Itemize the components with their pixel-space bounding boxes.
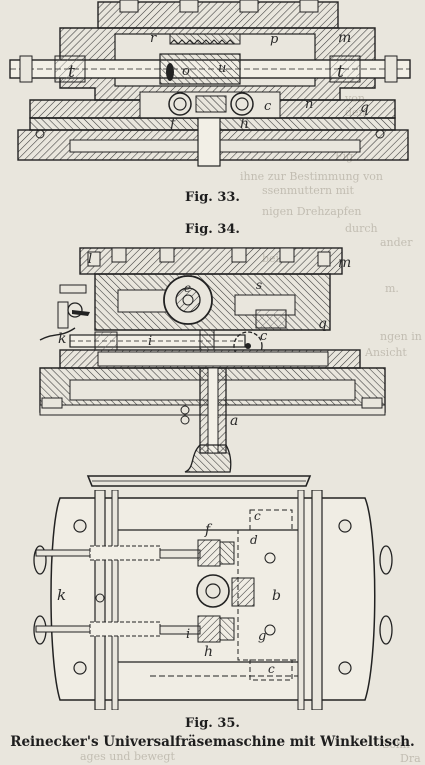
- fig35-label-c2: c: [268, 662, 275, 676]
- fig33-label-t: t: [68, 62, 75, 82]
- fig35-label-d: d: [250, 533, 258, 547]
- fig35-label-i: i: [186, 627, 190, 642]
- fig34-label-a: a: [230, 413, 238, 429]
- fig33-label-u: u: [218, 61, 226, 76]
- bleed-text: Schn: [382, 738, 410, 751]
- fig35-label-c: c: [254, 509, 261, 523]
- fig34-label-m: m: [338, 255, 351, 271]
- figure-34-drawing: l m e s q k i c a: [39, 247, 386, 487]
- fig33-label-t2: t: [337, 62, 344, 82]
- fig34-label-s: s: [256, 278, 262, 292]
- bleed-text: m.: [385, 282, 399, 295]
- bleed-text: ngen in: [380, 330, 422, 343]
- bleed-text: Ansicht: [365, 346, 407, 359]
- bleed-text: ander: [380, 236, 413, 249]
- fig33-label-m: m: [338, 30, 351, 46]
- bleed-text: ssenmuttern mit: [262, 184, 354, 197]
- fig33-label-q: q: [360, 100, 369, 116]
- fig33-label-h: h: [240, 116, 249, 132]
- bleed-text: durch: [345, 222, 378, 235]
- fig33-label-f: f: [169, 116, 178, 132]
- fig35-label-b: b: [272, 588, 281, 604]
- fig35-label-g: g: [258, 629, 266, 644]
- fig33-caption: Fig. 33.: [185, 190, 240, 205]
- fig33-label-o: o: [182, 64, 190, 79]
- fig34-label-l: l: [88, 252, 92, 267]
- fig33-label-r: r: [150, 31, 157, 46]
- fig34-label-q: q: [318, 316, 327, 332]
- fig33-label-c: c: [264, 99, 272, 114]
- figure-33-drawing: m t t r p o u q n c f h: [9, 0, 411, 167]
- main-caption: Reinecker's Universalfräsemaschine mit W…: [10, 734, 415, 750]
- figure-35-drawing: f c d k b i g h c: [33, 490, 393, 710]
- bleed-text: Dra: [400, 752, 421, 765]
- fig35-label-h: h: [204, 644, 213, 660]
- fig34-caption: Fig. 34.: [185, 222, 240, 237]
- fig33-label-n: n: [305, 97, 313, 112]
- fig34-label-k: k: [58, 331, 66, 347]
- fig34-label-c: c: [260, 329, 268, 344]
- fig35-caption: Fig. 35.: [185, 716, 240, 731]
- bleed-text: nigen Drehzapfen: [262, 205, 362, 218]
- fig35-label-f: f: [204, 522, 213, 538]
- fig35-label-k: k: [57, 586, 66, 604]
- fig34-label-e: e: [184, 281, 191, 295]
- fig34-label-i: i: [148, 334, 152, 349]
- fig33-label-p: p: [270, 32, 279, 47]
- bleed-text: ages und bewegt: [80, 750, 175, 763]
- bleed-text: ihne zur Bestimmung von: [240, 170, 383, 183]
